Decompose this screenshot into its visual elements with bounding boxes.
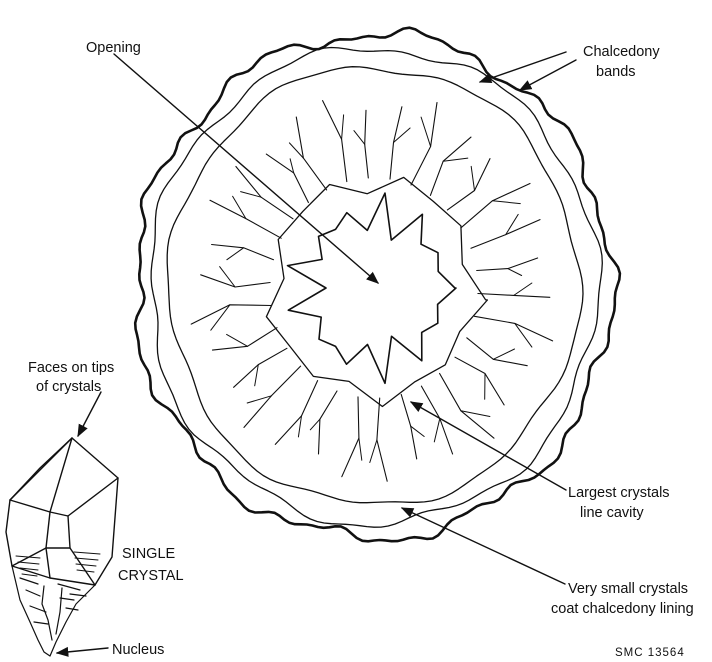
crystal-rib: [22, 574, 37, 576]
crystal-ray-branch: [434, 419, 440, 442]
crystal-ray-branch: [493, 201, 521, 204]
crystal-ray-branch: [370, 440, 377, 463]
crystal-ray: [323, 101, 347, 182]
crystal-ray-branch: [421, 117, 431, 146]
crystal-ribs: [16, 552, 100, 576]
crystal-ray: [430, 137, 471, 195]
crystal-ray: [421, 386, 452, 454]
crystal-ray: [191, 305, 271, 324]
crystal-ray-branch: [354, 131, 365, 145]
label-chalcedony-line1: Chalcedony: [583, 44, 660, 60]
label-largest-line1: Largest crystals: [568, 485, 670, 501]
crystal-ray-branch: [493, 349, 514, 359]
crystal-ray: [475, 316, 553, 341]
label-single: SINGLE: [122, 546, 176, 562]
label-opening: Opening: [86, 40, 141, 56]
label-small-line2: coat chalcedony lining: [551, 601, 694, 617]
crystal-ray-branch: [241, 192, 262, 198]
chalcedony-arrow-outer: [480, 52, 566, 82]
crystal-ray: [201, 275, 270, 287]
crystal-ray: [447, 159, 490, 210]
crystal-base: [12, 566, 95, 656]
label-faces-line1: Faces on tips: [28, 360, 114, 376]
crystal-ray: [275, 381, 317, 445]
crystal-ray: [440, 374, 494, 439]
label-faces-line2: of crystals: [36, 379, 101, 395]
figure-id: SMC 13564: [615, 647, 685, 659]
crystal-rib: [18, 562, 39, 564]
small-crystals-arrow: [402, 508, 565, 584]
central-opening: [288, 193, 457, 383]
label-crystal: CRYSTAL: [118, 568, 184, 584]
crystal-ray: [377, 398, 387, 481]
faces-arrow: [78, 392, 101, 436]
crystal-ray-branch: [342, 115, 344, 139]
crystal-ray-branch: [359, 438, 362, 460]
chalcedony-band-outer: [151, 48, 602, 528]
crystal-ray-branch: [310, 419, 320, 430]
crystal-ray: [234, 348, 287, 387]
crystal-ray-branch: [227, 334, 248, 346]
crystal-ray-branch: [508, 269, 522, 276]
crystal-ray-branch: [211, 305, 230, 330]
crystal-ray-branch: [471, 166, 474, 190]
crystal-rays: [191, 101, 552, 482]
crystal-ray: [296, 117, 326, 190]
crystal-ray: [319, 391, 338, 454]
label-largest-line2: line cavity: [580, 505, 644, 521]
crystal-ray: [266, 154, 308, 202]
nucleus-arrow: [57, 648, 108, 653]
crystal-ray: [365, 110, 369, 178]
crystal-ray: [411, 103, 437, 186]
crystal-rib: [76, 564, 96, 566]
label-nucleus: Nucleus: [112, 642, 164, 658]
crystal-ray-branch: [514, 283, 532, 295]
geode-outer-rim: [135, 28, 620, 542]
crystal-ray-branch: [227, 248, 244, 260]
crystal-ray: [390, 107, 402, 179]
arrows: [57, 52, 576, 653]
crystal-ray: [213, 328, 278, 350]
crystal-ray: [461, 184, 530, 228]
crystal-ray: [455, 357, 504, 405]
crystal-ray: [244, 366, 301, 427]
label-chalcedony-line2: bands: [596, 64, 636, 80]
single-crystal: [6, 438, 118, 656]
label-small-line1: Very small crystals: [568, 581, 688, 597]
crystal-rib: [74, 552, 100, 554]
crystal-ray: [467, 338, 527, 366]
geode: [135, 28, 620, 542]
crystal-ray: [210, 200, 281, 238]
crystal-ray: [477, 258, 538, 271]
crystal-ray: [471, 220, 540, 249]
crystal-ray: [342, 397, 359, 477]
crystal-ray-branch: [461, 411, 490, 417]
crystal-ray: [212, 245, 274, 260]
